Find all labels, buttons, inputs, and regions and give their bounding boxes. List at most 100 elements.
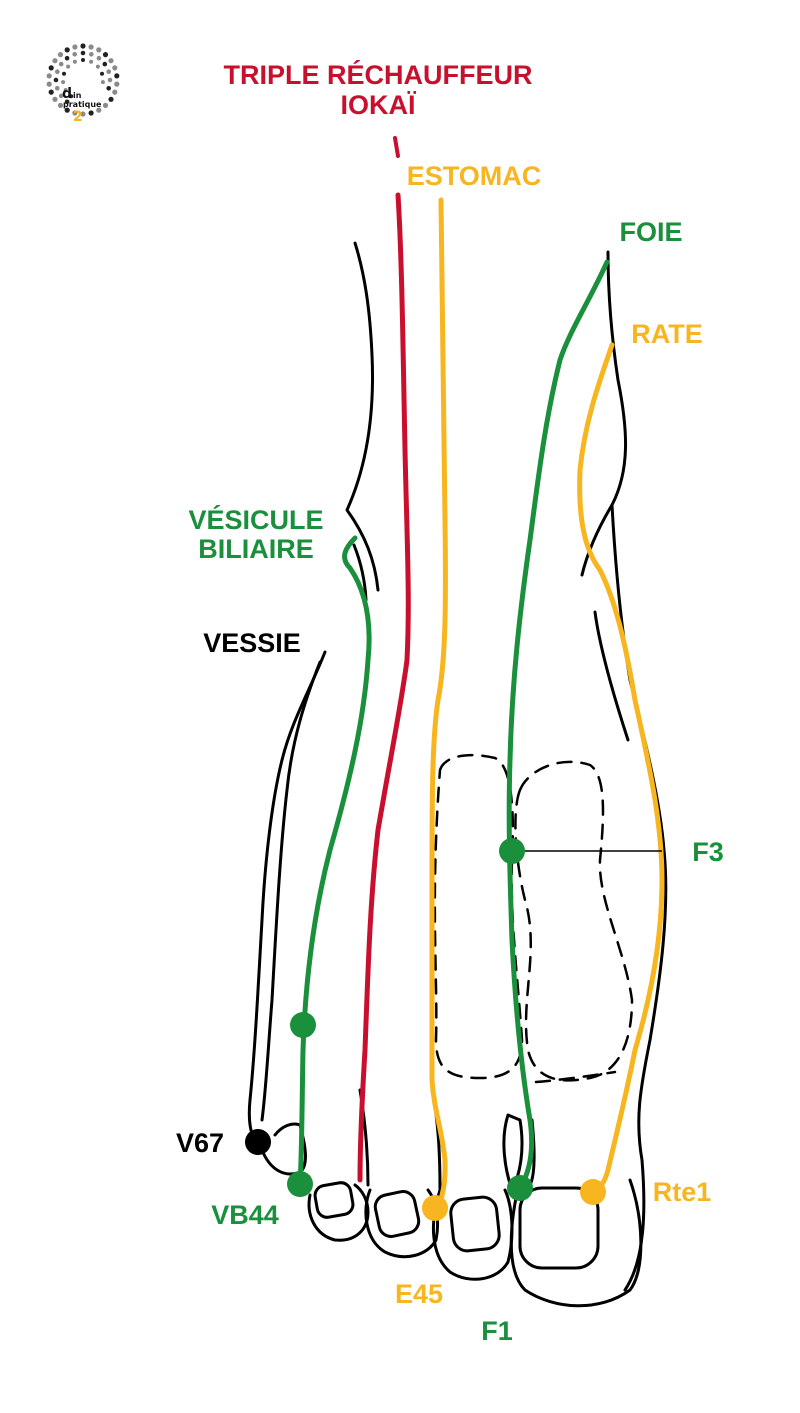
bone-first-metatarsal (514, 760, 634, 1082)
logo-dot (57, 52, 64, 58)
labels: TRIPLE RÉCHAUFFEUR IOKAÏ ESTOMAC FOIE RA… (176, 59, 724, 1346)
logo-dot (108, 58, 114, 64)
point-f3 (499, 838, 525, 864)
leg-left-contour (345, 241, 380, 592)
label-foie: FOIE (619, 217, 682, 247)
logo-dot (58, 93, 64, 99)
label-triple-rechauffeur: TRIPLE RÉCHAUFFEUR (224, 59, 533, 90)
logo-letter: d (62, 86, 72, 102)
logo-dot (69, 94, 74, 99)
logo-dot (102, 52, 109, 58)
logo-dot (112, 65, 118, 71)
logo-dot (64, 99, 70, 105)
logo-dot (61, 80, 66, 85)
meridian-vesicule-biliaire (297, 535, 372, 1188)
point-vb-upper (290, 1012, 316, 1038)
logo-dot (100, 80, 105, 85)
logo-dot (114, 81, 120, 87)
logo-dot (72, 44, 78, 50)
dotted-circle-logo-icon (46, 43, 120, 117)
logo: d in pratique 2 (46, 43, 120, 125)
second-toe (431, 1188, 514, 1281)
logo-dot (53, 77, 59, 83)
logo-word-pratique: pratique (63, 100, 102, 109)
fourth-toe (307, 1183, 370, 1242)
logo-dot (107, 77, 113, 83)
label-vesicule: VÉSICULE (188, 504, 323, 535)
label-e45: E45 (395, 1279, 443, 1309)
logo-word-in: in (73, 91, 82, 100)
logo-dot (72, 110, 78, 116)
bone-joint-line (534, 1070, 617, 1084)
logo-dot (64, 107, 70, 113)
meridian-estomac (429, 197, 448, 1213)
leg-right-contour (580, 250, 627, 577)
little-toe (260, 1122, 307, 1176)
point-e45 (422, 1195, 448, 1221)
logo-dot (46, 81, 52, 87)
logo-dot (108, 96, 114, 102)
big-toe (509, 1178, 643, 1308)
logo-dot (48, 89, 54, 95)
logo-dot (55, 86, 60, 91)
label-vessie: VESSIE (203, 628, 301, 658)
logo-dot (55, 69, 60, 74)
logo-dot (100, 71, 104, 76)
logo-dot (72, 52, 77, 57)
logo-dot (102, 102, 109, 108)
logo-dot (96, 107, 102, 113)
logo-dot (96, 55, 102, 61)
foot-outer-inner-line (260, 660, 322, 1122)
logo-dot (96, 47, 102, 53)
ankle-crease-outer (352, 543, 368, 602)
logo-dot (81, 58, 85, 62)
logo-dot (106, 69, 111, 74)
logo-dot (95, 64, 100, 69)
logo-dot (64, 47, 70, 53)
second-toenail (449, 1195, 501, 1253)
logo-dot (63, 88, 68, 92)
logo-dot (102, 61, 108, 67)
logo-dot (57, 102, 64, 108)
point-f1 (507, 1175, 533, 1201)
logo-dot (88, 110, 94, 116)
logo-dot (58, 61, 64, 67)
foot-outline (247, 241, 668, 1308)
label-vb44: VB44 (211, 1200, 279, 1230)
logo-dot (112, 89, 118, 95)
logo-dot (64, 55, 70, 61)
third-toenail (373, 1190, 421, 1238)
big-toenail (518, 1186, 600, 1270)
meridian-triple-rechauffeur (357, 192, 411, 1183)
fourth-toenail (313, 1181, 355, 1219)
meridian-rate (577, 342, 665, 1195)
label-rate: RATE (631, 319, 703, 349)
logo-dot (80, 50, 86, 56)
label-rte1: Rte1 (653, 1177, 712, 1207)
meridian-triple-rechauffeur-dash (393, 136, 400, 158)
label-f1: F1 (481, 1316, 513, 1346)
logo-dot (48, 65, 54, 71)
meridian-foie (506, 259, 610, 1191)
logo-dot (80, 111, 86, 117)
logo-dot (46, 73, 52, 79)
logo-dot (66, 64, 71, 69)
logo-dot (106, 86, 111, 91)
label-iokai: IOKAÏ (340, 90, 417, 120)
logo-dot (62, 71, 66, 76)
metatarsal-bones (433, 753, 634, 1084)
logo-number: 2 (73, 109, 83, 125)
logo-dot (89, 59, 94, 64)
logo-dot (88, 44, 94, 50)
label-f3: F3 (692, 837, 724, 867)
label-biliaire: BILIAIRE (198, 534, 314, 564)
foot-outer-contour (247, 650, 327, 1152)
point-v67 (245, 1129, 271, 1155)
bone-second-metatarsal (433, 753, 524, 1080)
logo-dot (72, 59, 77, 64)
logo-dot (114, 73, 120, 79)
point-rte1 (580, 1179, 606, 1205)
acupuncture-points (245, 838, 606, 1221)
point-vb44 (287, 1171, 313, 1197)
label-estomac: ESTOMAC (407, 161, 542, 191)
